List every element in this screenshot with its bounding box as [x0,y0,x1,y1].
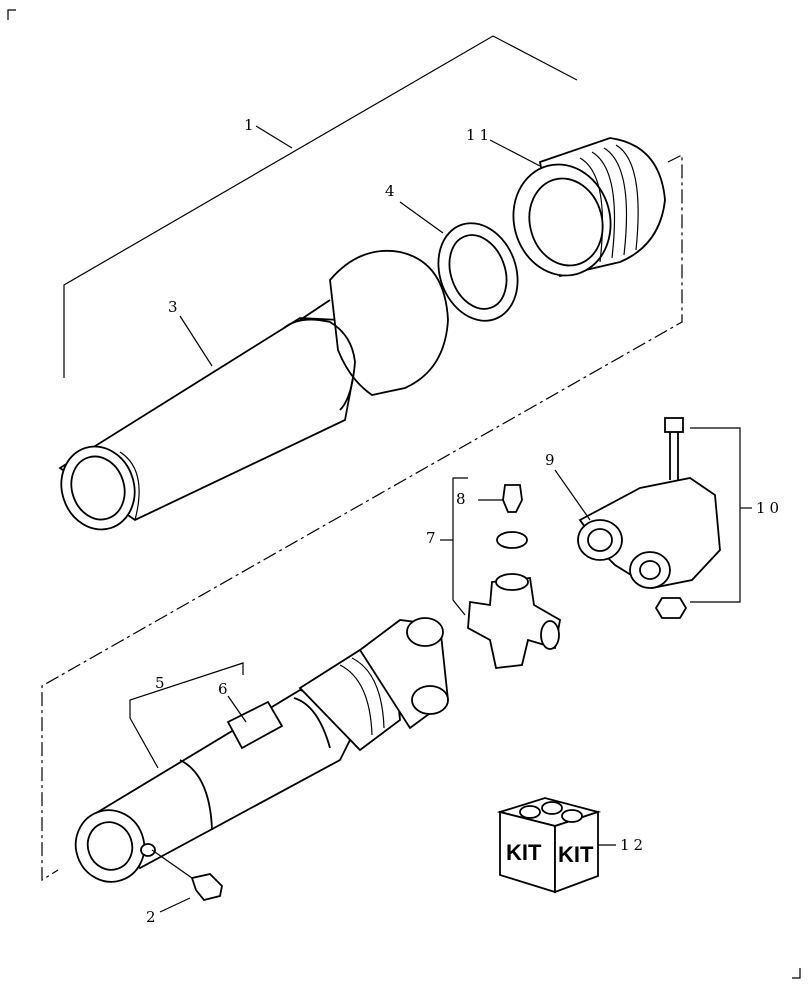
leader-lines [159,125,591,913]
yoke-part-9 [577,477,721,589]
spider-cross [467,573,561,669]
fitting-part-8 [478,484,528,549]
callout-12: 12 [620,836,647,854]
upper-dash-enclosure [41,154,683,882]
callout-3: 3 [168,298,182,316]
kit-label-right: KIT [558,842,594,867]
callout-6: 6 [218,680,232,698]
grease-nipple-part-2 [151,849,223,902]
bracket-7 [440,477,468,616]
callout-2: 2 [146,908,160,926]
bolt-part-10 [654,417,752,619]
kit-label-left: KIT [506,840,542,865]
kit-box-part-12: KIT KIT [496,797,616,894]
callout-7: 7 [426,529,440,547]
callout-4: 4 [385,182,399,200]
callout-5: 5 [155,674,169,692]
callout-1: 1 [244,116,258,134]
bracket-1 [63,35,578,378]
callout-labels: 1 2 3 4 5 6 7 8 9 10 11 12 [146,116,783,926]
tube-part-3 [58,249,449,531]
callout-10: 10 [756,499,783,517]
shaft-part-5 [74,617,449,883]
callout-11: 11 [466,126,493,144]
washer-part-4 [437,222,519,322]
sleeve-part-11 [512,137,666,278]
callout-8: 8 [456,490,470,508]
corner-marks [7,9,801,979]
callout-9: 9 [545,451,559,469]
bracket-5 [129,662,244,769]
